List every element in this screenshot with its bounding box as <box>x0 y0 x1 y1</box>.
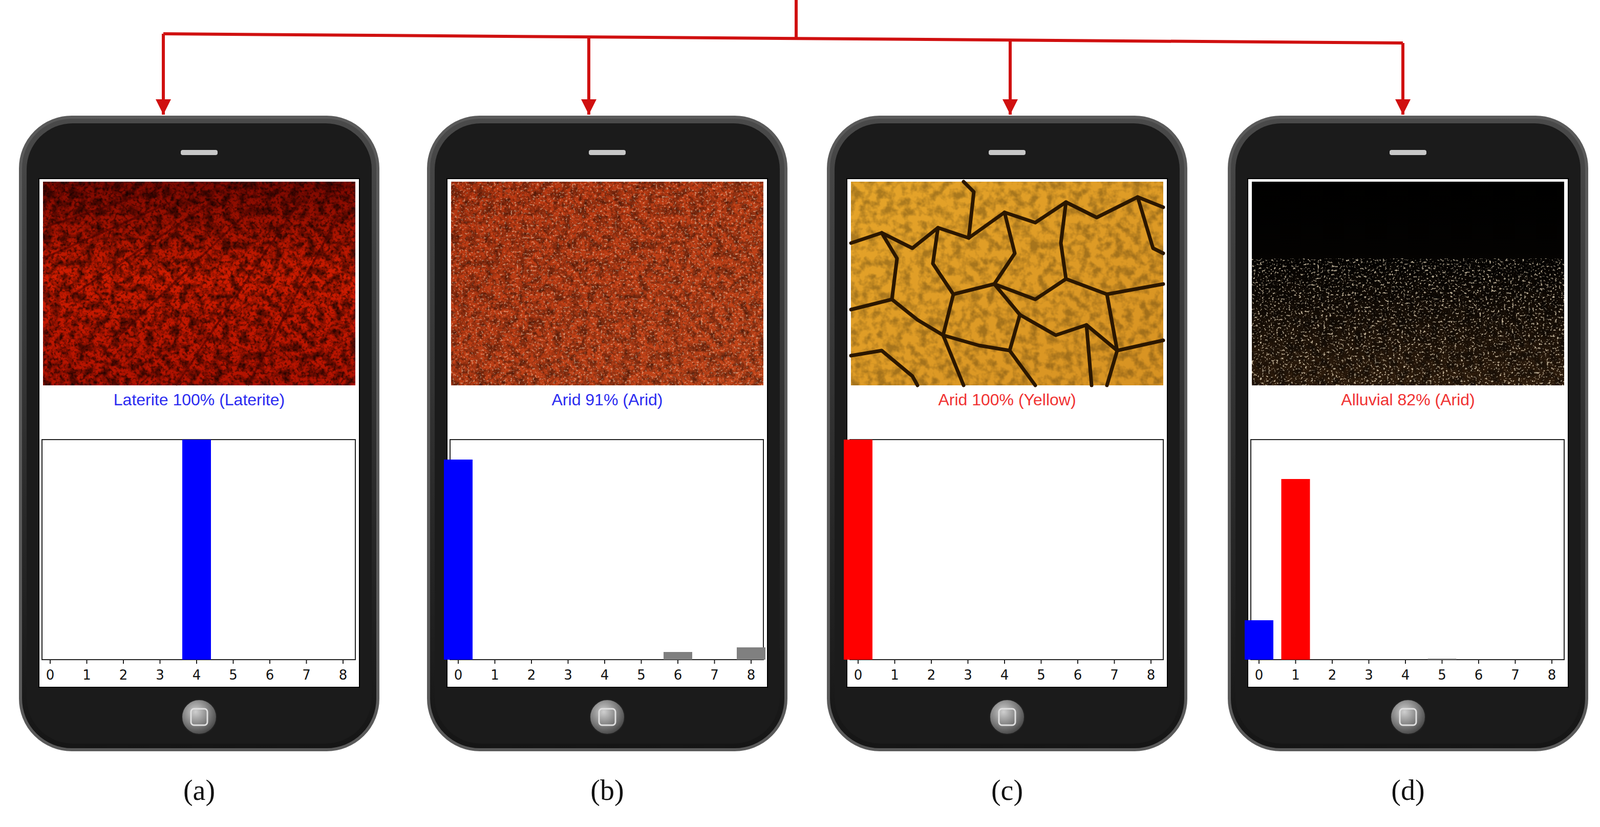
axis-tick-label: 6 <box>1073 668 1083 684</box>
probability-bar <box>1427 658 1457 660</box>
axis-tick-label: 3 <box>563 668 573 684</box>
axis-tick-label: 1 <box>890 668 900 684</box>
axis-tick-label: 1 <box>1291 668 1300 684</box>
axis-tick-label: 3 <box>963 668 973 684</box>
phone-illustration <box>828 117 1186 751</box>
prediction-label: Alluvial 82% (Arid) <box>1247 389 1569 411</box>
prediction-label: Arid 91% (Arid) <box>446 389 768 411</box>
axis-tick-label: 2 <box>527 668 537 684</box>
axis-tick-label: 5 <box>1036 668 1046 684</box>
phone-frame: Alluvial 82% (Arid) <box>1229 117 1587 751</box>
axis-tick-label: 1 <box>490 668 500 684</box>
axis-tick-label: 3 <box>1364 668 1374 684</box>
prediction-label: Arid 100% (Yellow) <box>846 389 1168 411</box>
phone-frame: Arid 91% (Arid) <box>428 117 786 751</box>
phone-illustration <box>20 117 378 751</box>
probability-bar <box>1244 620 1274 660</box>
axis-tick-label: 6 <box>673 668 683 684</box>
axis-tick-label: 8 <box>1547 668 1557 684</box>
axis-tick-label: 4 <box>192 668 202 684</box>
probability-bar <box>443 459 473 660</box>
subfigure-label: (a) <box>183 775 216 807</box>
soil-photo <box>850 181 1164 386</box>
axis-tick-label: 4 <box>600 668 610 684</box>
subfigure-label: (b) <box>590 775 624 807</box>
axis-tick-label: 0 <box>1254 668 1264 684</box>
probability-bar <box>843 439 873 660</box>
axis-tick-label: 3 <box>155 668 165 684</box>
axis-tick-label: 6 <box>1474 668 1484 684</box>
axis-tick-label: 4 <box>1000 668 1010 684</box>
probability-bar <box>1281 479 1311 660</box>
soil-photo <box>43 181 356 386</box>
distribution-bracket <box>163 0 1403 115</box>
axis-tick-label: 7 <box>302 668 311 684</box>
axis-tick-label: 1 <box>82 668 92 684</box>
soil-photo <box>451 181 764 386</box>
probability-bar <box>663 652 693 660</box>
phone-frame: Laterite 100% (Laterite) <box>20 117 378 751</box>
axis-tick-label: 8 <box>338 668 348 684</box>
soil-photo <box>1251 181 1565 386</box>
axis-tick-label: 5 <box>1437 668 1447 684</box>
axis-tick-label: 7 <box>710 668 719 684</box>
axis-tick-label: 5 <box>228 668 238 684</box>
axis-tick-label: 2 <box>927 668 936 684</box>
axis-tick-label: 8 <box>1146 668 1156 684</box>
axis-tick-label: 7 <box>1510 668 1520 684</box>
axis-tick-label: 0 <box>854 668 863 684</box>
axis-tick-label: 5 <box>636 668 646 684</box>
axis-tick-label: 4 <box>1401 668 1411 684</box>
probability-bar <box>736 647 766 660</box>
prediction-label: Laterite 100% (Laterite) <box>38 389 360 411</box>
probability-bar <box>182 439 211 660</box>
phone-frame: Arid 100% (Yellow) <box>828 117 1186 751</box>
axis-tick-label: 6 <box>265 668 275 684</box>
axis-tick-label: 2 <box>119 668 128 684</box>
axis-tick-label: 0 <box>454 668 463 684</box>
phone-illustration <box>428 117 786 751</box>
axis-tick-label: 8 <box>747 668 756 684</box>
axis-tick-label: 0 <box>46 668 55 684</box>
subfigure-label: (c) <box>991 775 1023 807</box>
phone-illustration <box>1229 117 1587 751</box>
axis-tick-label: 2 <box>1328 668 1337 684</box>
subfigure-label: (d) <box>1391 775 1425 807</box>
axis-tick-label: 7 <box>1110 668 1119 684</box>
